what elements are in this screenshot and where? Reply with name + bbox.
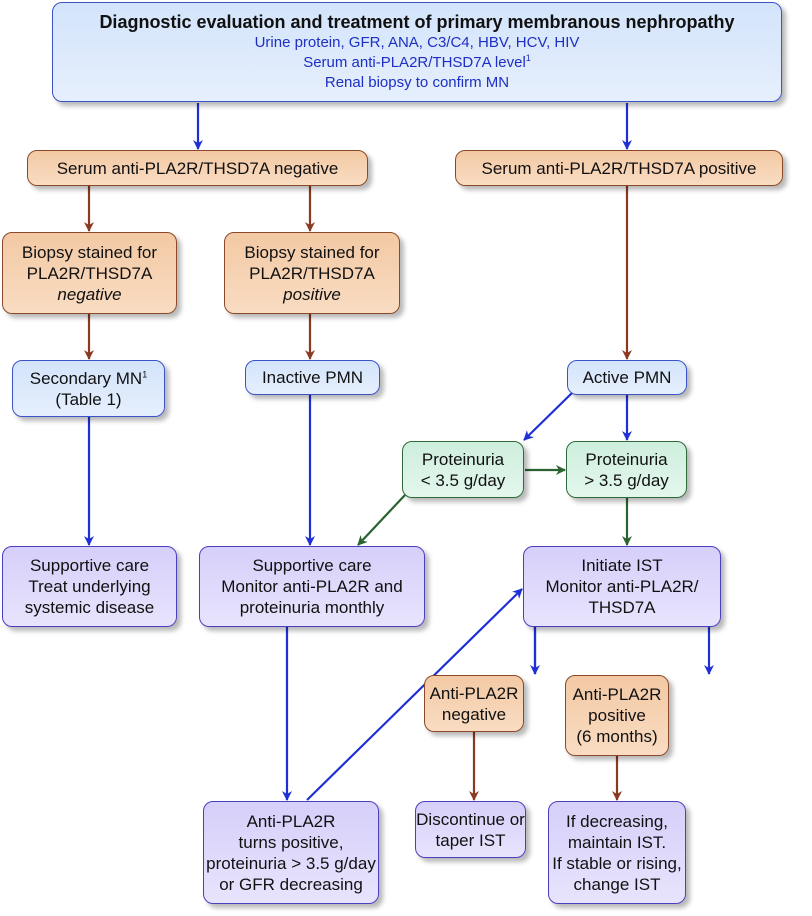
line: Supportive care	[29, 556, 150, 575]
line: Treat underlying	[28, 577, 151, 596]
line: Anti-PLA2R	[246, 811, 336, 831]
node-discontinue: Discontinue or taper IST	[415, 801, 526, 858]
footnote-marker: 1	[525, 53, 531, 63]
line: Secondary MN1	[30, 368, 147, 389]
line: Anti-PLA2R	[572, 685, 662, 704]
line: PLA2R/THSD7A	[249, 263, 375, 283]
evaluation-line-2: Serum anti-PLA2R/THSD7A level1	[303, 53, 531, 73]
line: (6 months)	[576, 727, 658, 746]
node-if-decreasing: If decreasing, maintain IST. If stable o…	[548, 801, 686, 904]
line: Monitor anti-PLA2R and	[221, 577, 403, 596]
line: < 3.5 g/day	[420, 470, 506, 490]
line: maintain IST.	[567, 832, 667, 852]
node-active-pmn: Active PMN	[567, 360, 687, 395]
line: If decreasing,	[565, 811, 669, 831]
line: change IST	[573, 874, 661, 894]
node-inactive-pmn: Inactive PMN	[245, 360, 380, 395]
node-biopsy-positive: Biopsy stained for PLA2R/THSD7A positive	[224, 232, 400, 314]
node-serum-negative-label: Serum anti-PLA2R/THSD7A negative	[56, 158, 339, 178]
line: systemic disease	[24, 598, 155, 617]
line: taper IST	[435, 830, 506, 850]
node-secondary-mn: Secondary MN1 (Table 1)	[12, 360, 165, 417]
node-supportive-monitor: Supportive care Monitor anti-PLA2R and p…	[199, 546, 425, 627]
line: If stable or rising,	[552, 853, 682, 873]
node-serum-positive: Serum anti-PLA2R/THSD7A positive	[455, 150, 783, 186]
line: Initiate IST	[581, 556, 663, 575]
node-initiate-ist: Initiate IST Monitor anti-PLA2R/ THSD7A	[523, 546, 721, 627]
node-label: Active PMN	[582, 368, 672, 387]
node-anti-negative: Anti-PLA2R negative	[424, 675, 524, 732]
node-proteinuria-low: Proteinuria < 3.5 g/day	[402, 441, 524, 498]
line: Discontinue or	[416, 809, 525, 829]
line: Proteinuria	[585, 449, 668, 469]
node-anti-positive: Anti-PLA2R positive (6 months)	[565, 675, 669, 756]
line: Supportive care	[252, 556, 372, 575]
diagram-title: Diagnostic evaluation and treatment of p…	[99, 12, 735, 32]
line: THSD7A	[588, 598, 656, 617]
node-supportive-secondary: Supportive care Treat underlying systemi…	[2, 546, 177, 627]
line-text: Secondary MN	[29, 368, 143, 388]
node-diagnostic-evaluation: Diagnostic evaluation and treatment of p…	[52, 2, 782, 102]
line: turns positive,	[238, 832, 344, 852]
node-serum-positive-label: Serum anti-PLA2R/THSD7A positive	[481, 158, 757, 178]
node-label: Inactive PMN	[261, 368, 364, 387]
emphasis: negative	[57, 284, 122, 304]
node-biopsy-negative: Biopsy stained for PLA2R/THSD7A negative	[2, 232, 177, 314]
evaluation-line-1: Urine protein, GFR, ANA, C3/C4, HBV, HCV…	[254, 34, 580, 51]
line: negative	[441, 704, 507, 724]
evaluation-line-3: Renal biopsy to confirm MN	[324, 74, 510, 91]
edge-proteinuria-low-to-supportive-monitor	[357, 494, 406, 546]
footnote-marker: 1	[142, 368, 148, 379]
line: proteinuria > 3.5 g/day	[206, 853, 376, 873]
node-proteinuria-high: Proteinuria > 3.5 g/day	[566, 441, 687, 498]
edge-active-pmn-to-proteinuria-low	[523, 391, 574, 441]
line: Biopsy stained for	[244, 242, 380, 262]
line: or GFR decreasing	[219, 874, 363, 894]
line: Proteinuria	[421, 449, 505, 469]
line: Biopsy stained for	[21, 242, 158, 262]
node-serum-negative: Serum anti-PLA2R/THSD7A negative	[27, 150, 368, 186]
emphasis: positive	[283, 284, 341, 304]
line: Monitor anti-PLA2R/	[545, 577, 699, 596]
line: positive	[588, 706, 646, 725]
node-turns-positive: Anti-PLA2R turns positive, proteinuria >…	[203, 801, 379, 904]
line: Anti-PLA2R	[429, 683, 519, 703]
evaluation-line-2-text: Serum anti-PLA2R/THSD7A level	[303, 54, 526, 71]
line: proteinuria monthly	[239, 598, 385, 617]
line: PLA2R/THSD7A	[26, 263, 153, 283]
line: > 3.5 g/day	[584, 470, 669, 490]
line: (Table 1)	[55, 389, 122, 409]
edge-turns-positive-to-initiate-ist	[306, 588, 523, 801]
